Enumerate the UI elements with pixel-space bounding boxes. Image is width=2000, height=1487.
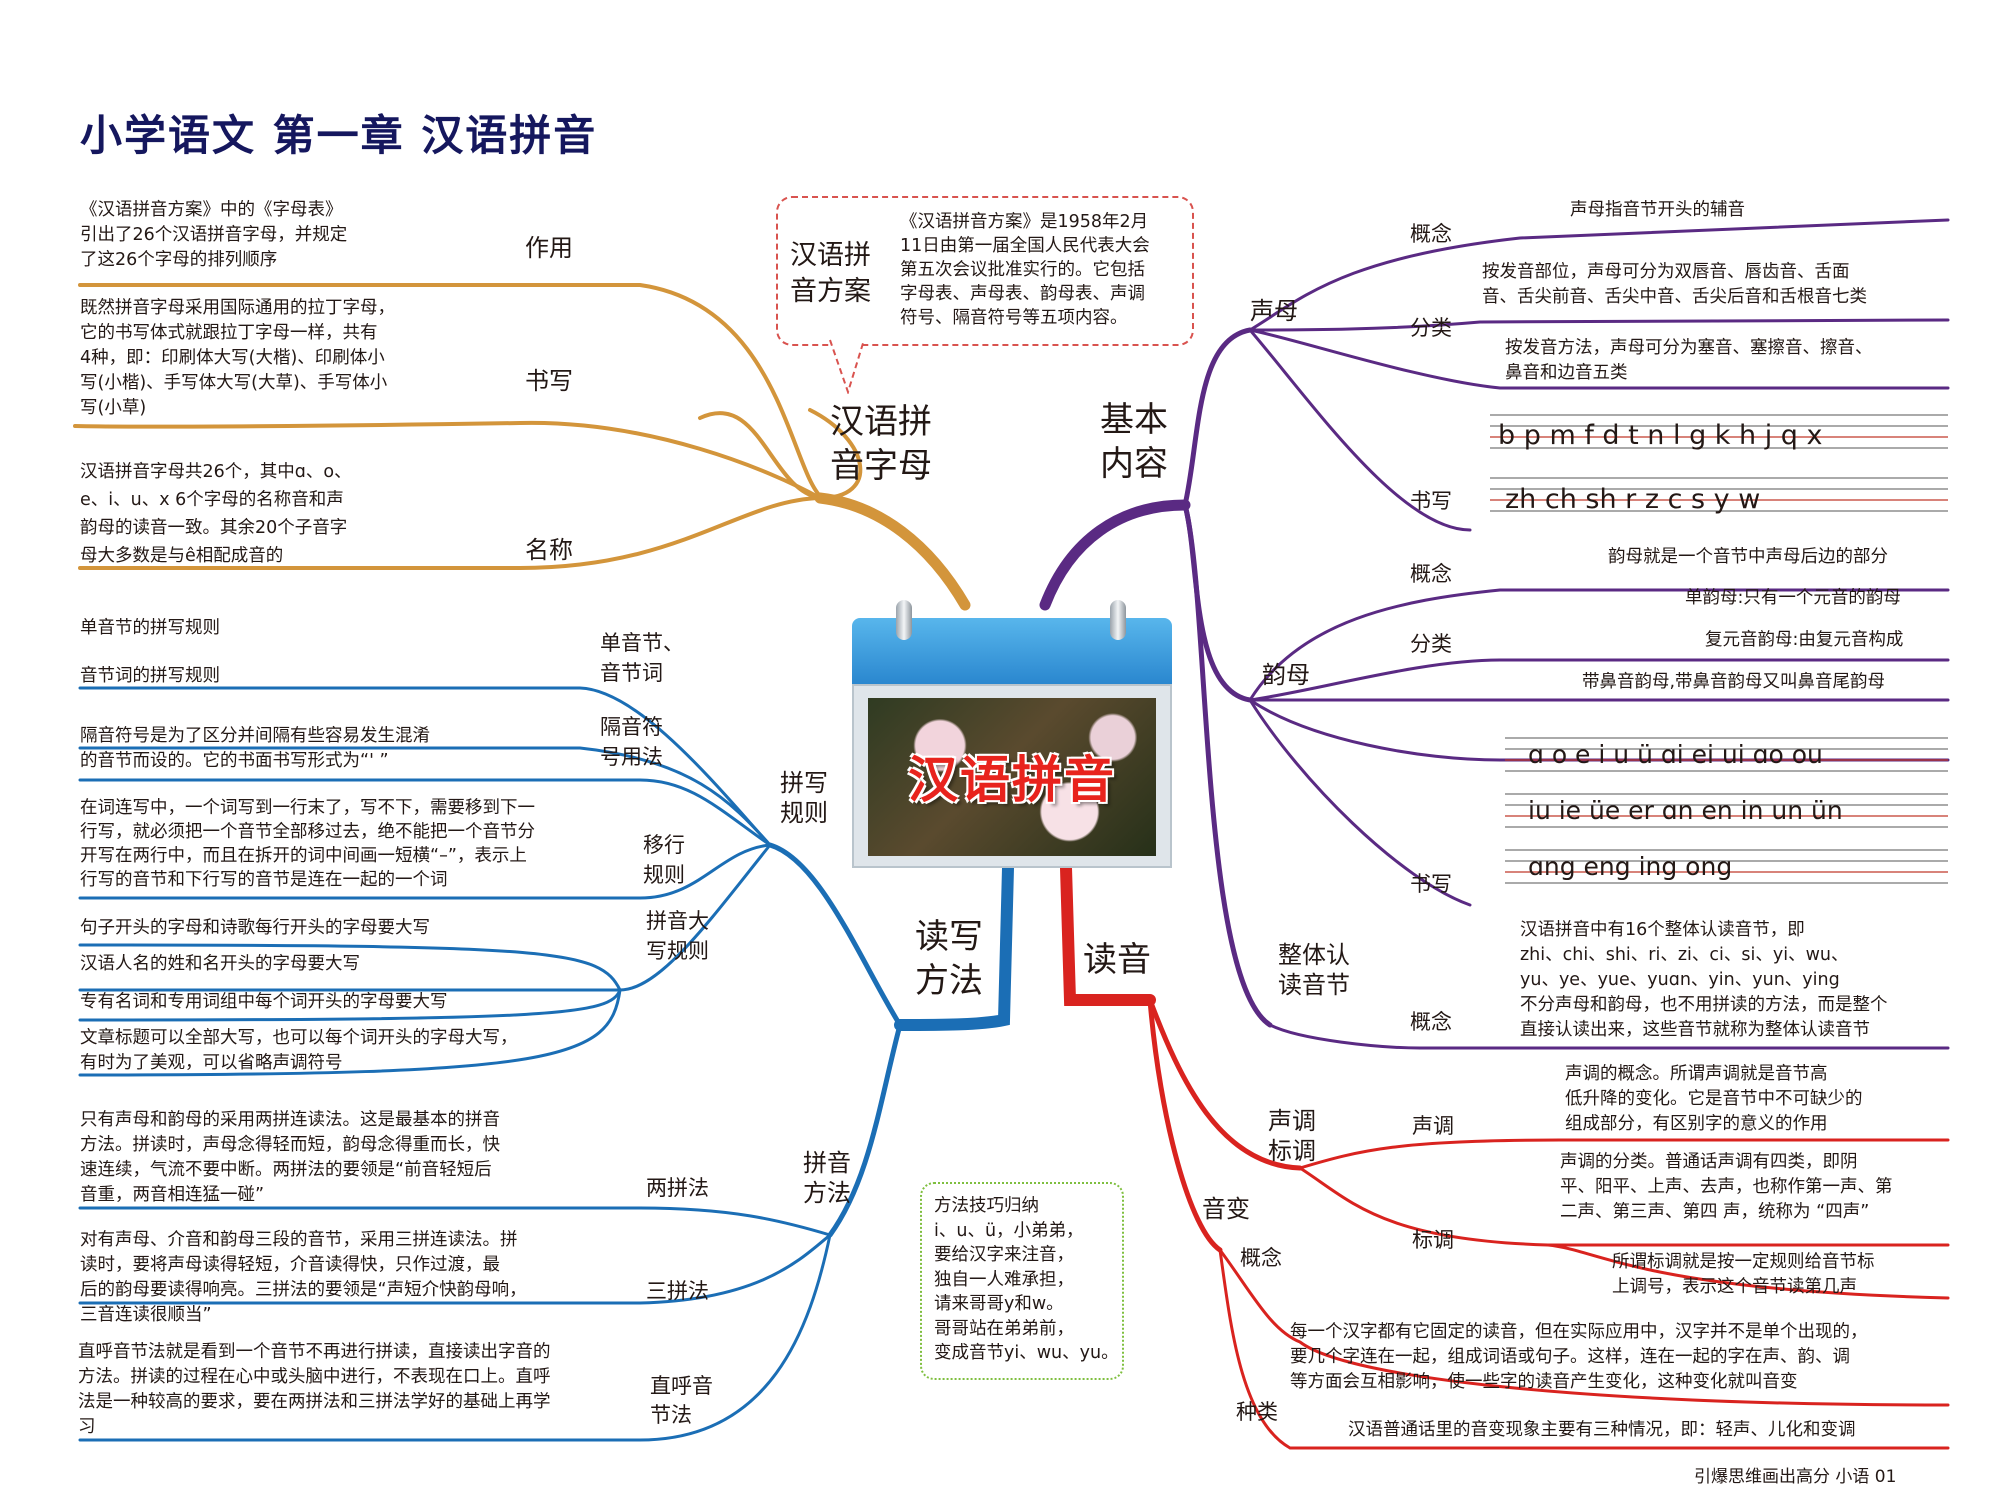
- writing-branch: [78, 686, 1014, 1442]
- tone-marking-label: 声调 标调: [1268, 1107, 1316, 1165]
- capitalization-label: 拼音大 写规则: [646, 909, 709, 963]
- whole-syllables-label: 整体认 读音节: [1278, 941, 1350, 999]
- initials-label: 声母: [1250, 297, 1298, 325]
- branch-reading-writing: 读写 方法: [915, 917, 983, 1001]
- finals-row-1: ɑ o e i u ü ɑi ei ui ɑo ou: [1528, 740, 1823, 769]
- sound-change-text: 每一个汉字都有它固定的读音，但在实际应用中，汉字并不是单个出现的， 要几个字连在…: [1290, 1322, 1868, 1392]
- scheme-callout: [776, 196, 1194, 346]
- initials-row-1: b p m f d t n l g k h j q x: [1498, 420, 1823, 451]
- spelling-rules-label: 拼写 规则: [780, 769, 828, 827]
- alphabet-usage-label: 作用: [525, 234, 573, 262]
- blossom-photo: 汉语拼音: [868, 698, 1156, 856]
- tone-concept-text: 声调的概念。所谓声调就是音节高 低升降的变化。它是音节中不可缺少的 组成部分，有…: [1565, 1064, 1863, 1134]
- capitalization-rule-3: 专有名词和专用词组中每个词开头的字母要大写: [80, 992, 448, 1012]
- syllable-word-rule: 音节词的拼写规则: [80, 666, 220, 686]
- alphabet-writing-text: 既然拼音字母采用国际通用的拉丁字母， 它的书写体式就跟拉丁字母一样，共有 4种，…: [80, 298, 395, 418]
- separator-label: 隔音符 号用法: [600, 715, 663, 769]
- sound-change-types-text: 汉语普通话里的音变现象主要有三种情况，即：轻声、儿化和变调: [1348, 1420, 1856, 1440]
- basic-branch: [1039, 218, 1950, 1050]
- finals-label: 韵母: [1262, 661, 1310, 689]
- two-spell-text: 只有声母和韵母的采用两拼连读法。这是最基本的拼音 方法。拼读时，声母念得轻而短，…: [80, 1110, 500, 1205]
- callout-heading: 汉语拼 音方案: [790, 240, 871, 307]
- tips-text: 方法技巧归纳 i、u、ü，小弟弟， 要给汉字来注音， 独自一人难承担， 请来哥哥…: [934, 1196, 1119, 1363]
- alphabet-name-label: 名称: [525, 536, 573, 564]
- initials-row-2: zh ch sh r z c s y w: [1505, 484, 1761, 515]
- finals-class-label: 分类: [1410, 632, 1452, 656]
- finals-writing-label: 书写: [1410, 872, 1452, 896]
- single-syllable-rule: 单音节的拼写规则: [80, 618, 220, 638]
- branch-pronunciation: 读音: [1083, 940, 1151, 980]
- footer: 引爆思维画出高分 小语 01: [1694, 1467, 1897, 1487]
- finals-concept-label: 概念: [1410, 562, 1452, 586]
- single-syllable-label: 单音节、 音节词: [600, 631, 684, 685]
- finals-row-2: iu ie üe er ɑn en in un ün: [1528, 796, 1843, 825]
- finals-row-3: ɑng eng ing ong: [1528, 852, 1733, 881]
- capitalization-rule-1: 句子开头的字母和诗歌每行开头的字母要大写: [80, 918, 430, 938]
- initials-writing-label: 书写: [1410, 489, 1452, 513]
- whole-syllables-text: 汉语拼音中有16个整体认读音节，即 zhi、chi、shi、ri、zi、ci、s…: [1520, 920, 1888, 1040]
- tone-label: 声调: [1412, 1114, 1454, 1138]
- finals-concept-text: 韵母就是一个音节中声母后边的部分: [1608, 547, 1888, 567]
- separator-text: 隔音符号是为了区分并间隔有些容易发生混淆 的音节而设的。它的书面书写形式为“' …: [80, 726, 430, 771]
- three-spell-label: 三拼法: [646, 1279, 709, 1303]
- callout-pointer: [829, 339, 865, 394]
- finals-class-item-1: 单韵母:只有一个元音的韵母: [1685, 588, 1901, 608]
- sound-change-concept-label: 概念: [1240, 1246, 1282, 1270]
- finals-class-item-2: 复元音韵母:由复元音构成: [1705, 630, 1904, 650]
- capitalization-rule-2: 汉语人名的姓和名开头的字母要大写: [80, 954, 360, 974]
- branch-basic-content: 基本 内容: [1100, 400, 1168, 484]
- center-topic: 汉语拼音: [908, 751, 1116, 809]
- branch-alphabet: 汉语拼 音字母: [830, 402, 932, 486]
- three-spell-text: 对有声母、介音和韵母三段的音节，采用三拼连读法。拼 读时，要将声母读得轻短，介音…: [80, 1230, 527, 1325]
- line-break-text: 在词连写中，一个词写到一行末了，写不下，需要移到下一 行写，就必须把一个音节全部…: [80, 798, 535, 890]
- center-calendar: 汉语拼音: [852, 600, 1172, 868]
- alphabet-name-text: 汉语拼音字母共26个，其中ɑ、o、 e、i、u、x 6个字母的名称音和声 韵母的…: [80, 462, 352, 566]
- alphabet-usage-text: 《汉语拼音方案》中的《字母表》 引出了26个汉语拼音字母，并规定 了这26个字母…: [80, 200, 348, 270]
- whole-syllables-concept-label: 概念: [1410, 1010, 1452, 1034]
- callout-text: 《汉语拼音方案》是1958年2月 11日由第一届全国人民代表大会 第五次会议批准…: [900, 212, 1150, 328]
- initials-class-text-1: 按发音部位，声母可分为双唇音、唇齿音、舌面 音、舌尖前音、舌尖中音、舌尖后音和舌…: [1482, 262, 1867, 307]
- initials-class-text-2: 按发音方法，声母可分为塞音、塞擦音、擦音、 鼻音和边音五类: [1505, 338, 1873, 383]
- tone-mark-label: 标调: [1412, 1228, 1454, 1252]
- alphabet-branch: [73, 283, 971, 611]
- line-break-label: 移行 规则: [643, 833, 685, 887]
- calendar-ring-icon: [896, 600, 912, 640]
- direct-read-label: 直呼音 节法: [650, 1374, 713, 1427]
- initials-class-label: 分类: [1410, 316, 1452, 340]
- tone-mark-text: 所谓标调就是按一定规则给音节标 上调号，表示这个音节读第几声: [1612, 1252, 1875, 1297]
- calendar-ring-icon: [1110, 600, 1126, 640]
- sound-change-types-label: 种类: [1236, 1400, 1278, 1424]
- reading-branch: [1060, 862, 1950, 1450]
- alphabet-writing-label: 书写: [525, 367, 573, 395]
- page-title: 小学语文 第一章 汉语拼音: [80, 111, 598, 160]
- direct-read-text: 直呼音节法就是看到一个音节不再进行拼读，直接读出字音的 方法。拼读的过程在心中或…: [78, 1342, 551, 1437]
- tone-class-text: 声调的分类。普通话声调有四类，即阴 平、阳平、上声、去声，也称作第一声、第 二声…: [1560, 1152, 1893, 1222]
- tips-box: [920, 1182, 1124, 1380]
- capitalization-rule-4: 文章标题可以全部大写，也可以每个词开头的字母大写， 有时为了美观，可以省略声调符…: [80, 1028, 518, 1073]
- initials-concept-label: 概念: [1410, 222, 1452, 246]
- finals-class-item-3: 带鼻音韵母,带鼻音韵母又叫鼻音尾韵母: [1582, 672, 1886, 692]
- spelling-methods-label: 拼音 方法: [803, 1149, 851, 1207]
- sound-change-label: 音变: [1202, 1195, 1250, 1223]
- two-spell-label: 两拼法: [646, 1176, 709, 1200]
- initials-concept-text: 声母指音节开头的辅音: [1570, 200, 1745, 220]
